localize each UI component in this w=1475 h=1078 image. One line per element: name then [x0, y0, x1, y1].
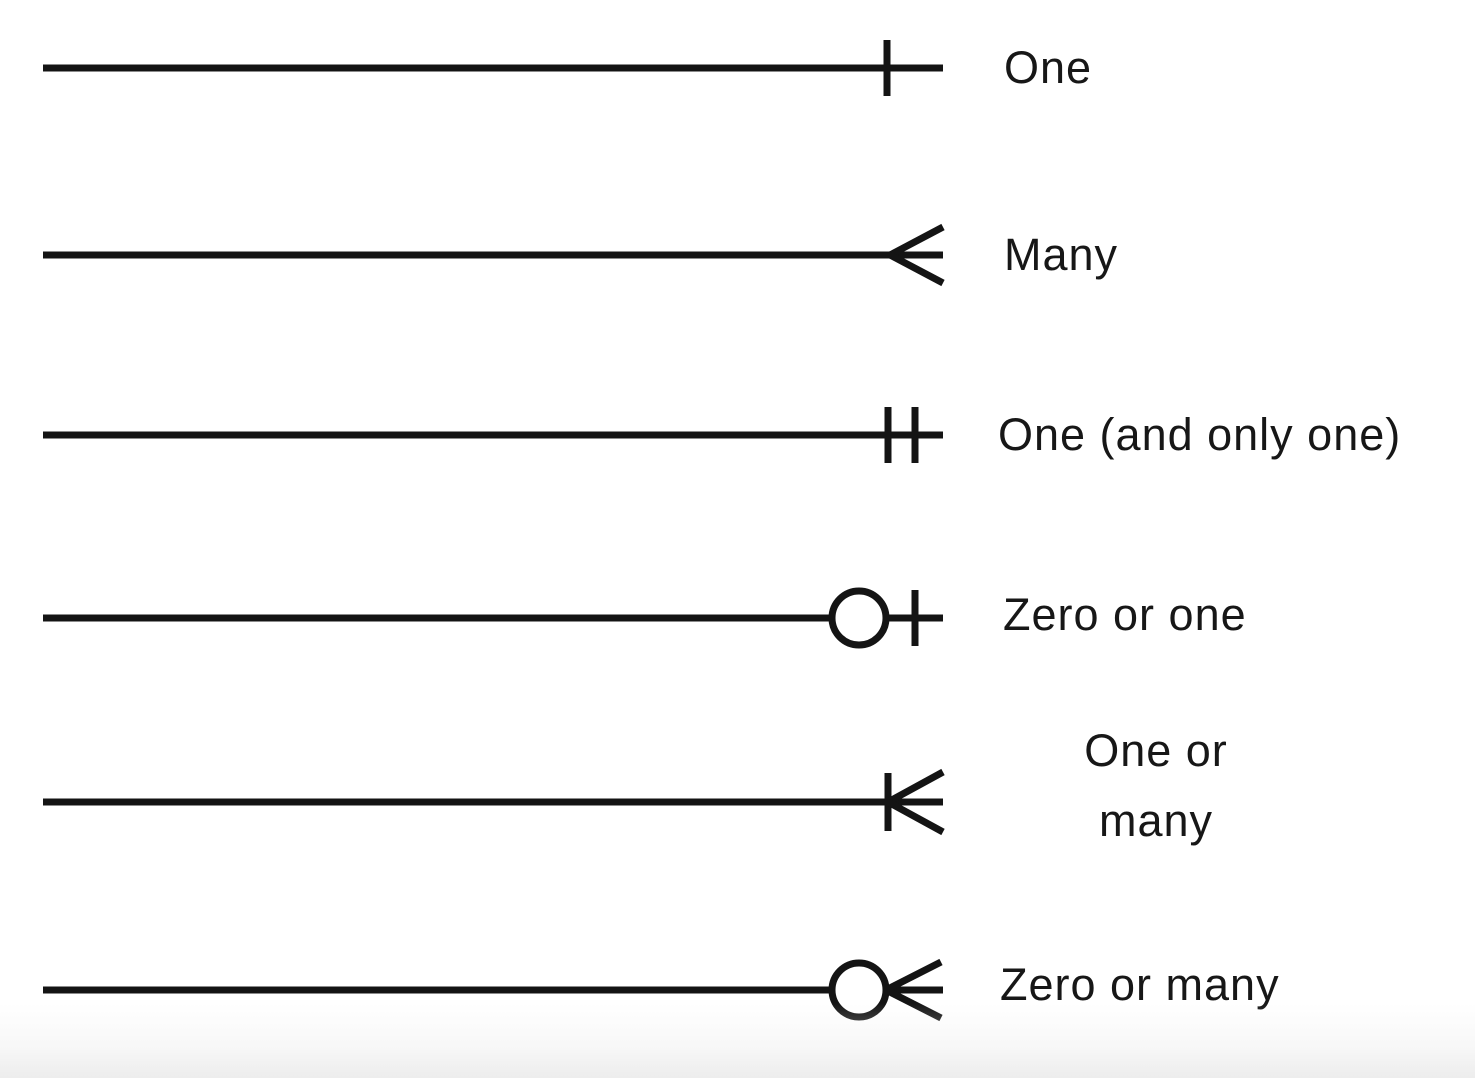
symbol-one-or-many — [43, 768, 945, 836]
crow-foot-lower — [886, 798, 945, 836]
zero-circle — [828, 587, 890, 649]
row-label-zero-or-one: Zero or one — [1003, 589, 1247, 640]
crow-foot-upper — [888, 223, 945, 259]
symbol-one — [43, 40, 943, 96]
crow-foot-upper — [886, 768, 945, 806]
crow-foot-upper — [884, 958, 943, 994]
symbol-one-and-only-one — [43, 407, 943, 463]
row-label-line: One or — [1084, 725, 1228, 776]
symbol-zero-or-one — [43, 587, 943, 649]
row-label-many: Many — [1004, 229, 1119, 280]
row-label-one: One — [1004, 42, 1093, 93]
symbol-many — [43, 223, 945, 287]
row-label-zero-or-many: Zero or many — [1000, 959, 1280, 1010]
row-label-one-and-only-one: One (and only one) — [998, 409, 1402, 460]
crow-foot-lower — [888, 251, 945, 287]
row-label-one-or-many: One or many — [1084, 716, 1228, 856]
row-label-line: many — [1098, 795, 1214, 846]
